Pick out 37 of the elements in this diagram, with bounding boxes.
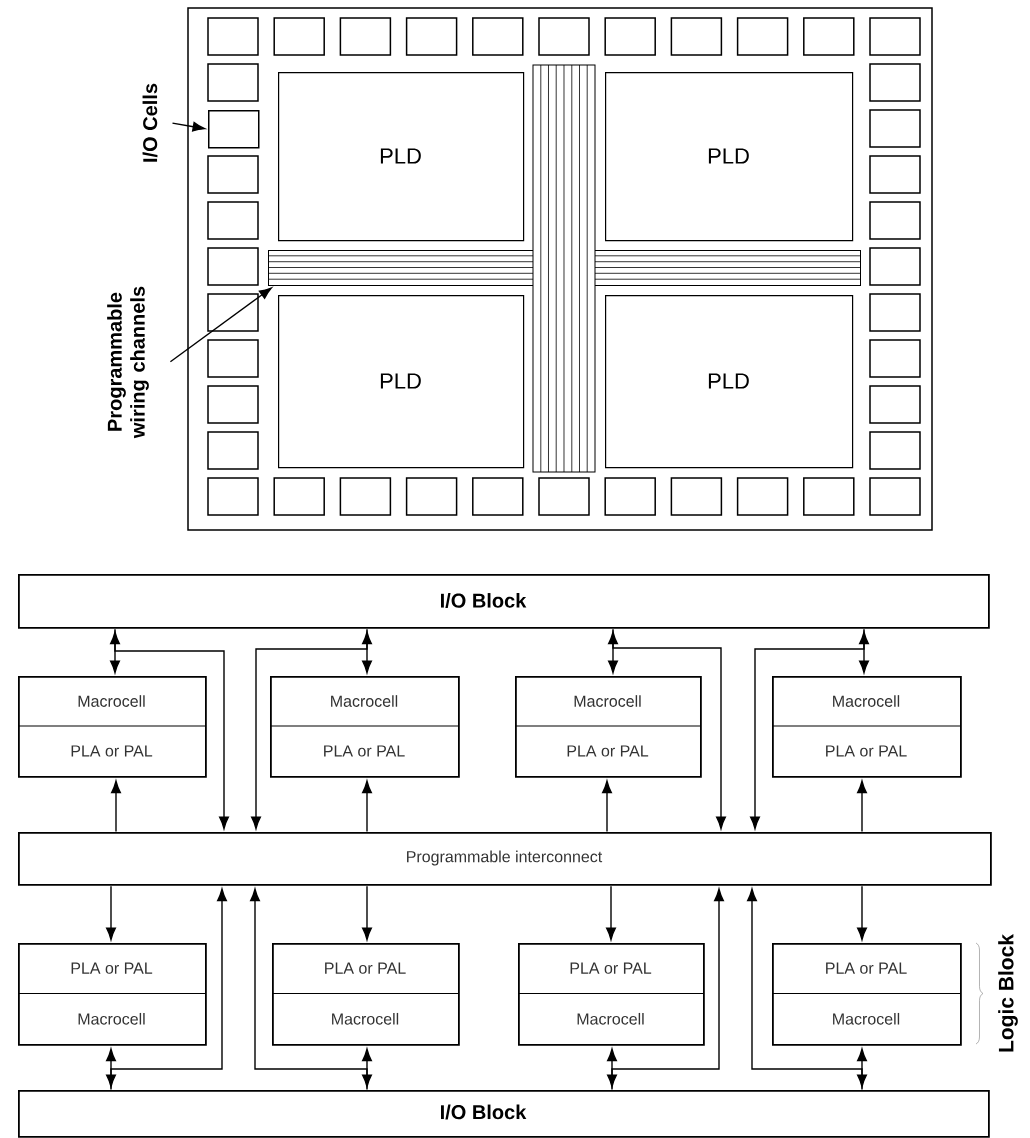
arrow (362, 780, 372, 833)
arrow (114, 628, 229, 830)
logic-block: PLA or PAL Macrocell (17, 943, 207, 1046)
arrow (612, 628, 726, 830)
logic-block: PLA or PAL Macrocell (271, 943, 460, 1046)
logic-block: Macrocell PLA or PAL (771, 676, 962, 778)
pld-box: PLD (278, 295, 525, 469)
logic-block: Macrocell PLA or PAL (17, 676, 207, 778)
logic-block: PLA or PAL Macrocell (517, 943, 705, 1046)
arrow (857, 780, 867, 833)
arrow (747, 888, 863, 1091)
logic-block: Macrocell PLA or PAL (269, 676, 460, 778)
pld-box: PLD (605, 295, 854, 469)
arrow (110, 888, 227, 1091)
io-block: I/O Block (18, 1090, 990, 1138)
arrow (611, 888, 724, 1091)
arrow (857, 885, 867, 941)
callout-label: I/O Cells (142, 83, 158, 162)
arrow (362, 885, 372, 941)
callout-label: Programmable wiring channels (107, 286, 149, 439)
io-cell (208, 110, 260, 149)
logic-block-label: Logic Block (998, 934, 1018, 1052)
arrow (111, 780, 121, 833)
pld-box: PLD (278, 72, 525, 242)
arrow (250, 888, 368, 1091)
arrow (750, 628, 865, 830)
io-block: I/O Block (18, 574, 990, 629)
arrow (602, 780, 612, 833)
arrow (251, 628, 368, 830)
logic-block: PLA or PAL Macrocell (771, 943, 962, 1046)
interconnect-bar: Programmable interconnect (18, 832, 992, 886)
leader-line (171, 121, 206, 132)
logic-block: Macrocell PLA or PAL (514, 676, 702, 778)
arrow (106, 885, 116, 941)
pld-box: PLD (605, 72, 854, 242)
leader-line (169, 287, 272, 363)
arrow (606, 885, 616, 941)
